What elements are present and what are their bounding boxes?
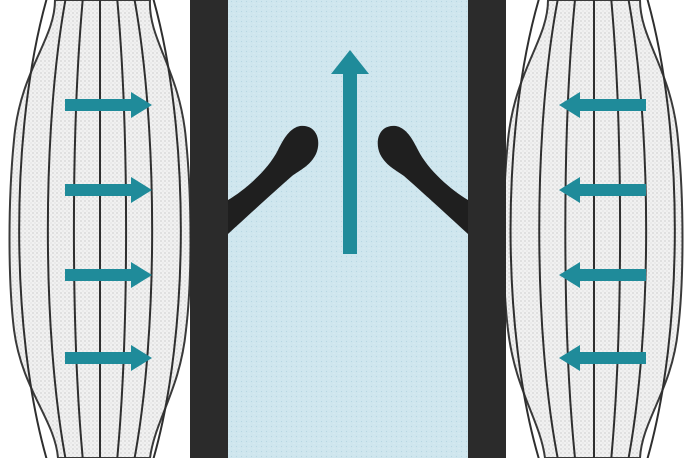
vein-wall-right: [468, 0, 506, 458]
right-muscle: [504, 0, 683, 458]
vein-wall-left: [190, 0, 228, 458]
vein: [190, 0, 506, 458]
left-muscle: [10, 0, 191, 458]
